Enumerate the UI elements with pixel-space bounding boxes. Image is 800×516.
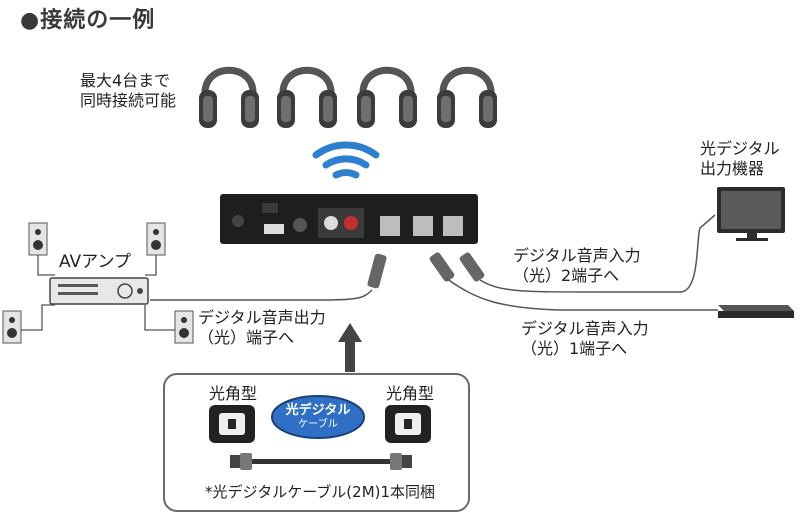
optical-plug-icon — [385, 405, 431, 443]
cable-badge-main: 光デジタル — [285, 403, 351, 418]
arrow-up-icon — [338, 323, 362, 372]
cable-right-label: 光角型 — [386, 384, 435, 403]
output-device-label-line-1: 光デジタル — [700, 139, 780, 158]
speaker-icon — [146, 222, 166, 256]
av-amp-label: AVアンプ — [59, 252, 131, 272]
cable-left-label: 光角型 — [209, 384, 258, 403]
tv-icon — [717, 187, 785, 241]
speaker-icon — [174, 310, 194, 344]
optical-in1-label-line-2: （光）1端子へ — [521, 339, 628, 358]
page-title: ●接続の一例 — [20, 8, 156, 33]
headphones-note: 最大4台まで 同時接続可能 — [80, 71, 176, 111]
output-device-label-line-2: 出力機器 — [700, 159, 765, 178]
optical-in1-label: デジタル音声入力 （光）1端子へ — [521, 319, 649, 359]
player-icon — [718, 305, 794, 318]
cable-badge-sub: ケーブル — [298, 419, 338, 430]
optical-cable-icon — [230, 453, 412, 470]
speaker-icon — [2, 310, 22, 344]
optical-in2-label: デジタル音声入力 （光）2端子へ — [513, 246, 641, 286]
cable-to-amp — [150, 289, 373, 301]
headphones-icon — [437, 66, 497, 128]
optical-plug-icon — [209, 405, 255, 443]
optical-in1-label-line-1: デジタル音声入力 — [521, 319, 649, 338]
headphones-icon — [357, 66, 417, 128]
cable-to-tv — [479, 214, 716, 293]
headphones-icon — [277, 66, 337, 128]
headphones-note-line-1: 最大4台まで — [80, 71, 171, 90]
headphones-icon — [199, 66, 259, 128]
cable-connector-mid — [429, 252, 455, 282]
cable-footnote: *光デジタルケーブル(2M)1本同梱 — [205, 483, 436, 501]
optical-in2-label-line-1: デジタル音声入力 — [513, 246, 641, 265]
optical-in2-label-line-2: （光）2端子へ — [513, 266, 620, 285]
cable-connector-right — [459, 252, 485, 282]
speaker-wires — [21, 255, 175, 331]
cable-to-player — [445, 277, 718, 311]
cable-connector-left — [367, 253, 387, 289]
cable-badge-text: 光デジタル ケーブル — [272, 404, 364, 432]
optical-out-label-line-2: （光）端子へ — [198, 328, 295, 347]
transmitter-device — [220, 194, 478, 244]
wifi-icon — [312, 141, 380, 179]
headphones-note-line-2: 同時接続可能 — [80, 91, 177, 110]
amp-icon — [49, 277, 149, 305]
cable-badge — [271, 395, 365, 439]
output-device-label: 光デジタル 出力機器 — [700, 139, 780, 179]
optical-out-label: デジタル音声出力 （光）端子へ — [198, 308, 326, 348]
optical-out-label-line-1: デジタル音声出力 — [198, 308, 326, 327]
